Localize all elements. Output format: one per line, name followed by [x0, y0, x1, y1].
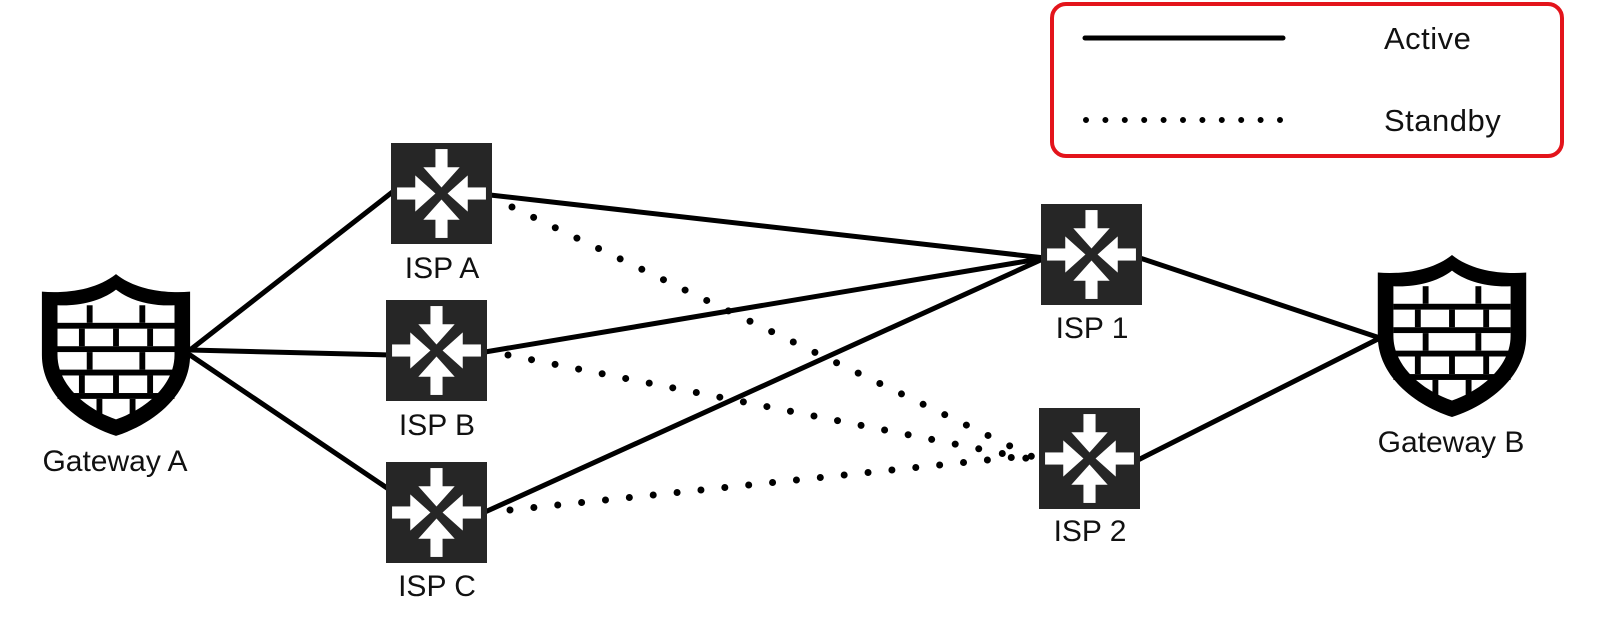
isp-c-label: ISP C	[398, 570, 476, 603]
legend: Active Standby	[1050, 2, 1564, 158]
isp-1-label: ISP 1	[1056, 312, 1129, 345]
legend-standby-label: Standby	[1384, 103, 1501, 138]
isp-c-node: ISP C	[386, 462, 487, 603]
isp-2-label: ISP 2	[1054, 515, 1127, 548]
link-isp-c-isp-1	[482, 255, 1048, 515]
link-gateway-a-isp-b	[187, 347, 393, 358]
router-icon	[386, 300, 487, 401]
isp-a-node: ISP A	[391, 143, 492, 285]
link-gateway-a-isp-c	[187, 352, 393, 493]
link-isp-2-gateway-b	[1135, 335, 1383, 463]
link-isp-a-isp-1	[487, 192, 1048, 261]
router-icon	[1039, 408, 1140, 509]
isp-b-label: ISP B	[399, 409, 475, 442]
router-icon	[386, 462, 487, 563]
gateway-a-label: Gateway A	[42, 445, 187, 478]
isp-b-node: ISP B	[386, 300, 487, 442]
link-isp-c-isp-2	[506, 451, 1039, 514]
link-isp-b-isp-2	[504, 351, 1039, 464]
link-gateway-a-isp-a	[187, 187, 398, 353]
isp-1-node: ISP 1	[1041, 204, 1142, 345]
link-isp-1-gateway-b	[1137, 255, 1383, 341]
legend-border	[1050, 2, 1564, 158]
link-isp-b-isp-1	[482, 255, 1048, 355]
firewall-shield-icon	[41, 274, 191, 436]
link-isp-a-isp-2	[508, 203, 1039, 462]
legend-active-label: Active	[1384, 21, 1471, 56]
isp-2-node: ISP 2	[1039, 408, 1140, 548]
gateway-a-node: Gateway A	[41, 274, 191, 478]
isp-a-label: ISP A	[405, 252, 480, 285]
router-icon	[391, 143, 492, 244]
gateway-b-node: Gateway B	[1377, 254, 1527, 459]
router-icon	[1041, 204, 1142, 305]
firewall-shield-icon	[1377, 254, 1527, 418]
gateway-b-label: Gateway B	[1378, 426, 1525, 459]
